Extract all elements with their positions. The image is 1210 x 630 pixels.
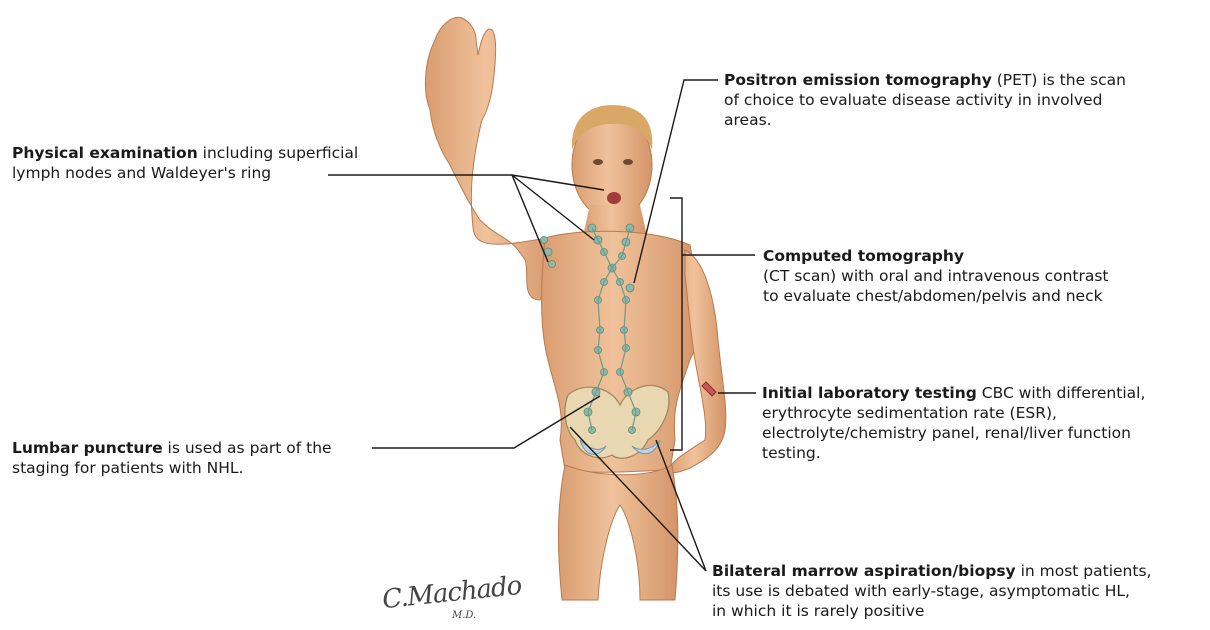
body-illustration bbox=[425, 17, 725, 600]
lab-testing-text-1: CBC with differential, bbox=[977, 384, 1146, 402]
lab-testing-text-4: testing. bbox=[762, 444, 821, 462]
lumbar-puncture-text-1: is used as part of the bbox=[163, 439, 332, 457]
lab-testing-text-2: erythrocyte sedimentation rate (ESR), bbox=[762, 404, 1057, 422]
pet-label: Positron emission tomography (PET) is th… bbox=[724, 70, 1184, 130]
marrow-biopsy-label: Bilateral marrow aspiration/biopsy in mo… bbox=[712, 561, 1207, 621]
pet-title: Positron emission tomography bbox=[724, 71, 992, 89]
pet-text-3: areas. bbox=[724, 111, 772, 129]
ct-label: Computed tomography (CT scan) with oral … bbox=[763, 246, 1183, 306]
lab-testing-label: Initial laboratory testing CBC with diff… bbox=[762, 383, 1202, 463]
ct-text-2: (CT scan) with oral and intravenous cont… bbox=[763, 267, 1109, 285]
lumbar-puncture-text-2: staging for patients with NHL. bbox=[12, 459, 243, 477]
lab-testing-text-3: electrolyte/chemistry panel, renal/liver… bbox=[762, 424, 1131, 442]
marrow-biopsy-text-1: in most patients, bbox=[1016, 562, 1152, 580]
right-eye bbox=[623, 159, 633, 165]
raised-arm bbox=[425, 17, 560, 300]
artist-signature-suffix: M.D. bbox=[452, 610, 476, 621]
ct-title: Computed tomography bbox=[763, 247, 964, 265]
physical-exam-text-1: including superficial bbox=[198, 144, 359, 162]
pet-text-2: of choice to evaluate disease activity i… bbox=[724, 91, 1102, 109]
ct-text-3: to evaluate chest/abdomen/pelvis and nec… bbox=[763, 287, 1103, 305]
marrow-biopsy-text-3: in which it is rarely positive bbox=[712, 602, 924, 620]
lab-testing-title: Initial laboratory testing bbox=[762, 384, 977, 402]
physical-exam-title: Physical examination bbox=[12, 144, 198, 162]
pet-text-1: (PET) is the scan bbox=[992, 71, 1126, 89]
lumbar-puncture-label: Lumbar puncture is used as part of the s… bbox=[12, 438, 382, 478]
mouth bbox=[607, 192, 621, 204]
legs bbox=[558, 465, 677, 600]
left-eye bbox=[593, 159, 603, 165]
physical-exam-text-2: lymph nodes and Waldeyer's ring bbox=[12, 164, 271, 182]
marrow-biopsy-text-2: its use is debated with early-stage, asy… bbox=[712, 582, 1130, 600]
marrow-biopsy-title: Bilateral marrow aspiration/biopsy bbox=[712, 562, 1016, 580]
physical-exam-label: Physical examination including superfici… bbox=[12, 143, 432, 183]
lumbar-puncture-title: Lumbar puncture bbox=[12, 439, 163, 457]
